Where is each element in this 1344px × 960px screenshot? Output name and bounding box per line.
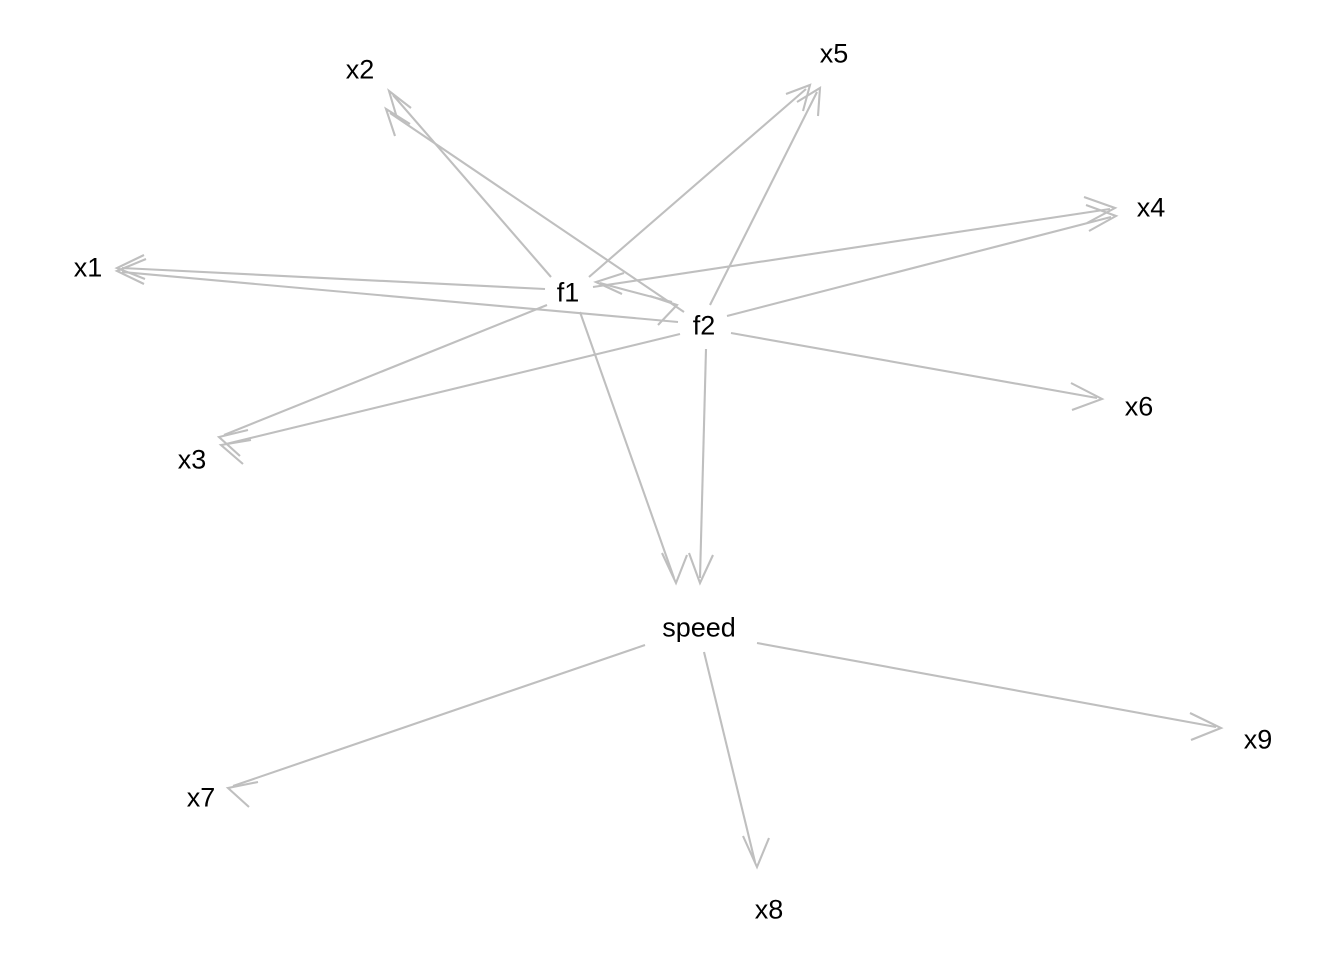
node-label-x8[interactable]: x8 xyxy=(754,894,784,925)
edge-f2-x1 xyxy=(114,258,679,324)
edge-f2-x4 xyxy=(726,204,1119,318)
edge-speed-x7 xyxy=(225,644,646,808)
node-label-speed[interactable]: speed xyxy=(662,612,736,643)
edge-f2-speed xyxy=(688,348,714,586)
edge-f1-x5 xyxy=(588,83,812,278)
node-label-x3[interactable]: x3 xyxy=(177,444,207,475)
edge-speed-x9 xyxy=(756,641,1224,741)
node-label-f2[interactable]: f2 xyxy=(692,310,716,341)
node-label-x5[interactable]: x5 xyxy=(819,38,849,69)
edge-f2-x6 xyxy=(730,331,1105,411)
node-label-x6[interactable]: x6 xyxy=(1124,391,1154,422)
edge-f2-x2 xyxy=(384,106,685,313)
edge-f2-x5 xyxy=(709,86,822,306)
node-label-x1[interactable]: x1 xyxy=(73,252,103,283)
edge-f2-x3 xyxy=(218,332,681,465)
edge-speed-x8 xyxy=(702,651,770,870)
node-label-x4[interactable]: x4 xyxy=(1136,192,1166,223)
node-label-x9[interactable]: x9 xyxy=(1243,724,1273,755)
edge-f1-x1 xyxy=(114,254,546,291)
edge-f1-x3 xyxy=(216,304,548,457)
edge-f1-x2 xyxy=(387,88,552,278)
node-label-x2[interactable]: x2 xyxy=(345,54,375,85)
edge-f1-f2-covariance xyxy=(593,272,679,326)
node-label-x7[interactable]: x7 xyxy=(186,782,216,813)
edge-f1-x4 xyxy=(592,196,1118,289)
node-label-f1[interactable]: f1 xyxy=(556,277,580,308)
edge-f1-speed xyxy=(579,311,688,586)
